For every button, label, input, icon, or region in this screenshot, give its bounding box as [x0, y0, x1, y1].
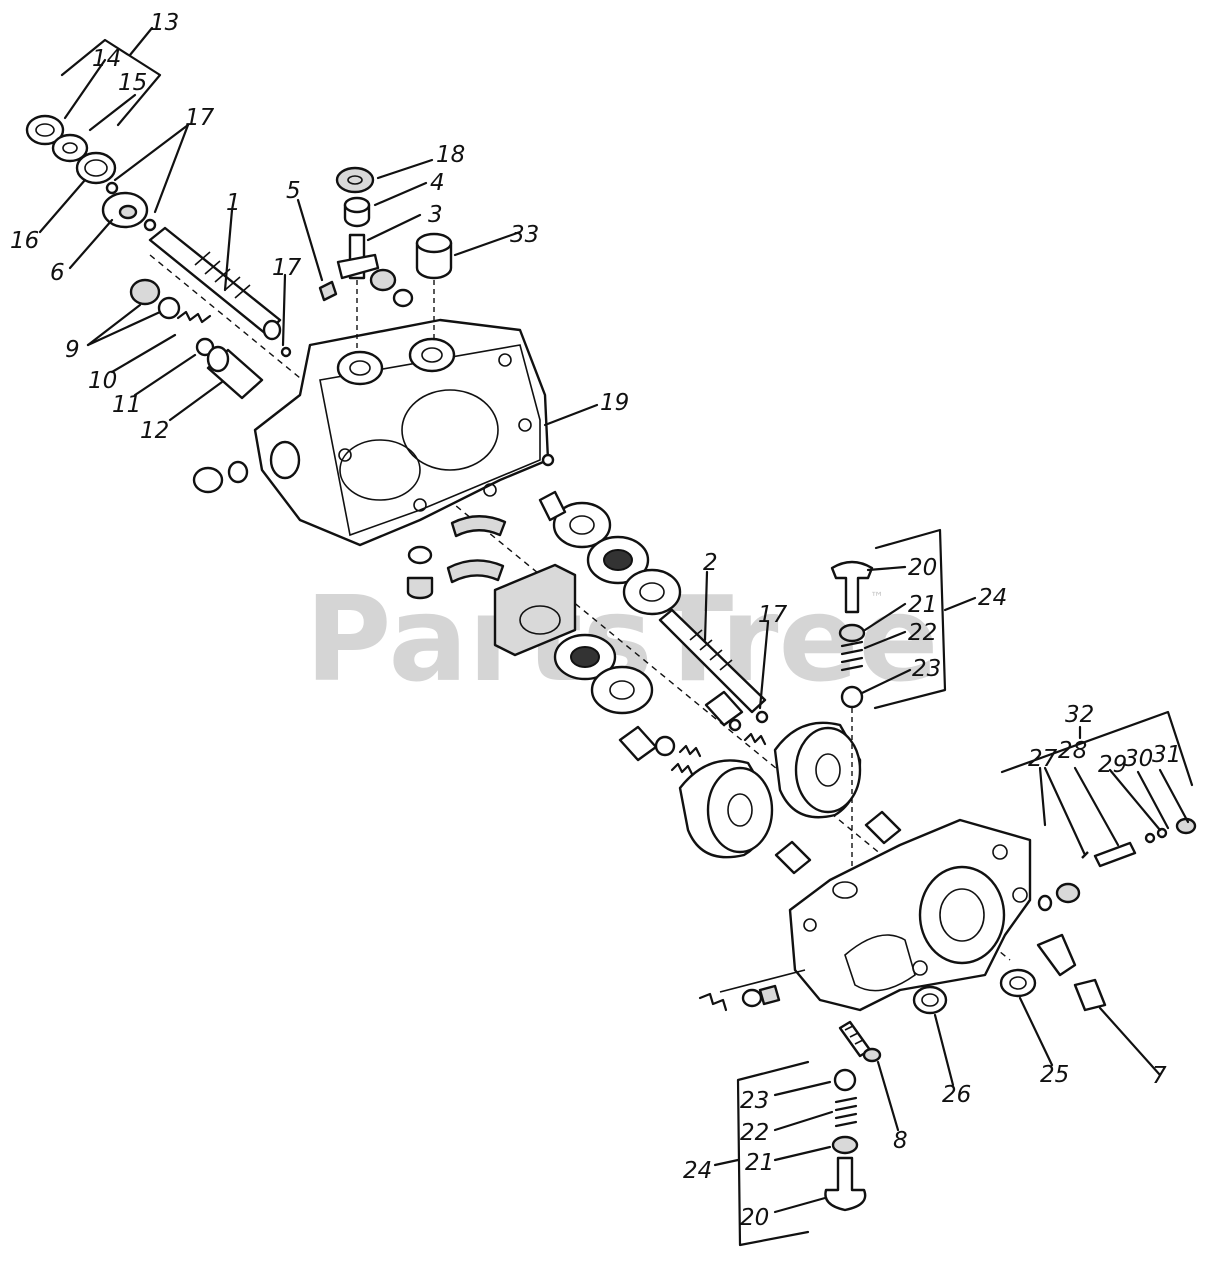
o-ring-21-upper[interactable] — [838, 623, 866, 643]
callout-8: 8 — [893, 1128, 908, 1154]
cylinder-block-left[interactable] — [678, 759, 774, 859]
leader-lines — [38, 26, 1194, 1247]
check-valve-20-lower[interactable] — [824, 1156, 867, 1212]
bearing-6[interactable] — [101, 191, 157, 232]
spring-22-upper[interactable] — [840, 640, 864, 672]
cap-33[interactable] — [415, 232, 453, 340]
watermark-trademark: ™ — [870, 590, 884, 606]
callout-23-upper: 23 — [912, 656, 941, 682]
callout-12: 12 — [140, 418, 169, 444]
callout-5: 5 — [286, 178, 301, 204]
callout-16: 16 — [10, 228, 39, 254]
callout-32: 32 — [1065, 702, 1094, 728]
callout-24-upper: 24 — [978, 585, 1007, 611]
callout-21-lower: 21 — [745, 1150, 774, 1176]
callout-25: 25 — [1040, 1062, 1069, 1088]
cylinder-block-right[interactable] — [773, 721, 862, 819]
callout-1: 1 — [226, 190, 241, 216]
callout-20-lower: 20 — [740, 1205, 769, 1231]
callout-10: 10 — [88, 368, 117, 394]
sleeve-12[interactable] — [206, 345, 264, 400]
bushing-upper[interactable] — [864, 810, 902, 845]
bolt-8[interactable] — [838, 1020, 882, 1063]
piston-set[interactable] — [618, 690, 767, 776]
swash-plate-insert[interactable] — [446, 515, 507, 584]
callout-6: 6 — [50, 260, 65, 286]
o-ring-21-lower[interactable] — [831, 1135, 859, 1155]
center-block[interactable] — [493, 563, 577, 657]
assembly-axis — [149, 254, 1011, 961]
ball-23-upper[interactable] — [840, 685, 864, 709]
callout-20-upper: 20 — [908, 555, 937, 581]
callout-9: 9 — [65, 337, 80, 363]
callout-26: 26 — [942, 1082, 971, 1108]
callout-22-lower: 22 — [740, 1120, 769, 1146]
ball-23-lower[interactable] — [833, 1068, 857, 1092]
callout-3: 3 — [428, 202, 443, 228]
check-valve-20-upper[interactable] — [830, 560, 874, 614]
callout-17-mid: 17 — [272, 255, 302, 281]
callout-11: 11 — [112, 392, 141, 418]
input-shaft-1[interactable] — [148, 226, 292, 358]
callout-17-right: 17 — [758, 602, 788, 628]
pin-mid[interactable] — [538, 490, 567, 522]
key-5[interactable] — [318, 280, 338, 302]
callout-33: 33 — [510, 222, 539, 248]
ball-11[interactable] — [195, 337, 215, 357]
o-ring-top[interactable] — [392, 288, 414, 308]
plug-top[interactable] — [369, 268, 397, 292]
callout-24-lower: 24 — [683, 1158, 712, 1184]
callout-31: 31 — [1152, 742, 1181, 768]
control-shaft-3[interactable] — [336, 233, 380, 350]
callout-28: 28 — [1058, 738, 1087, 764]
callout-14: 14 — [92, 46, 121, 72]
bypass-rod-28[interactable] — [1081, 817, 1197, 868]
plug-9[interactable] — [129, 278, 181, 320]
bushing-lower[interactable] — [774, 840, 812, 875]
callout-29: 29 — [1098, 752, 1127, 778]
bushing-4[interactable] — [343, 196, 371, 228]
seal-18[interactable] — [335, 166, 375, 194]
callout-labels: 13 14 15 17 16 6 1 5 18 4 3 33 17 9 10 1… — [10, 10, 1181, 1231]
thrust-bearing-lower[interactable] — [553, 633, 654, 715]
callout-19: 19 — [600, 390, 629, 416]
callout-18: 18 — [436, 142, 465, 168]
callout-2: 2 — [703, 550, 718, 576]
main-housing-19[interactable] — [253, 318, 550, 547]
callout-30: 30 — [1124, 746, 1153, 772]
spring-10[interactable] — [176, 310, 212, 324]
spring-22-lower[interactable] — [834, 1096, 858, 1128]
center-section-housing[interactable] — [788, 818, 1032, 1012]
callout-27: 27 — [1028, 746, 1058, 772]
thrust-washer-stack[interactable] — [552, 501, 682, 616]
callout-13: 13 — [150, 10, 179, 36]
callout-17-top: 17 — [185, 105, 215, 131]
callout-7: 7 — [1152, 1063, 1167, 1089]
callout-22-upper: 22 — [908, 620, 937, 646]
bottom-plug[interactable] — [406, 545, 434, 600]
callout-4: 4 — [430, 170, 445, 196]
plug-left[interactable] — [192, 460, 249, 494]
callout-21-upper: 21 — [908, 592, 937, 618]
left-plugs-lower[interactable] — [698, 969, 806, 1012]
callout-15: 15 — [118, 70, 147, 96]
output-shaft-2[interactable] — [658, 608, 769, 724]
retaining-ring-17b[interactable] — [541, 453, 555, 467]
seal-kit-13[interactable] — [25, 114, 119, 195]
right-plugs[interactable] — [1036, 882, 1107, 1012]
washers-25-26[interactable] — [912, 968, 1037, 1015]
callout-23-lower: 23 — [740, 1088, 769, 1114]
